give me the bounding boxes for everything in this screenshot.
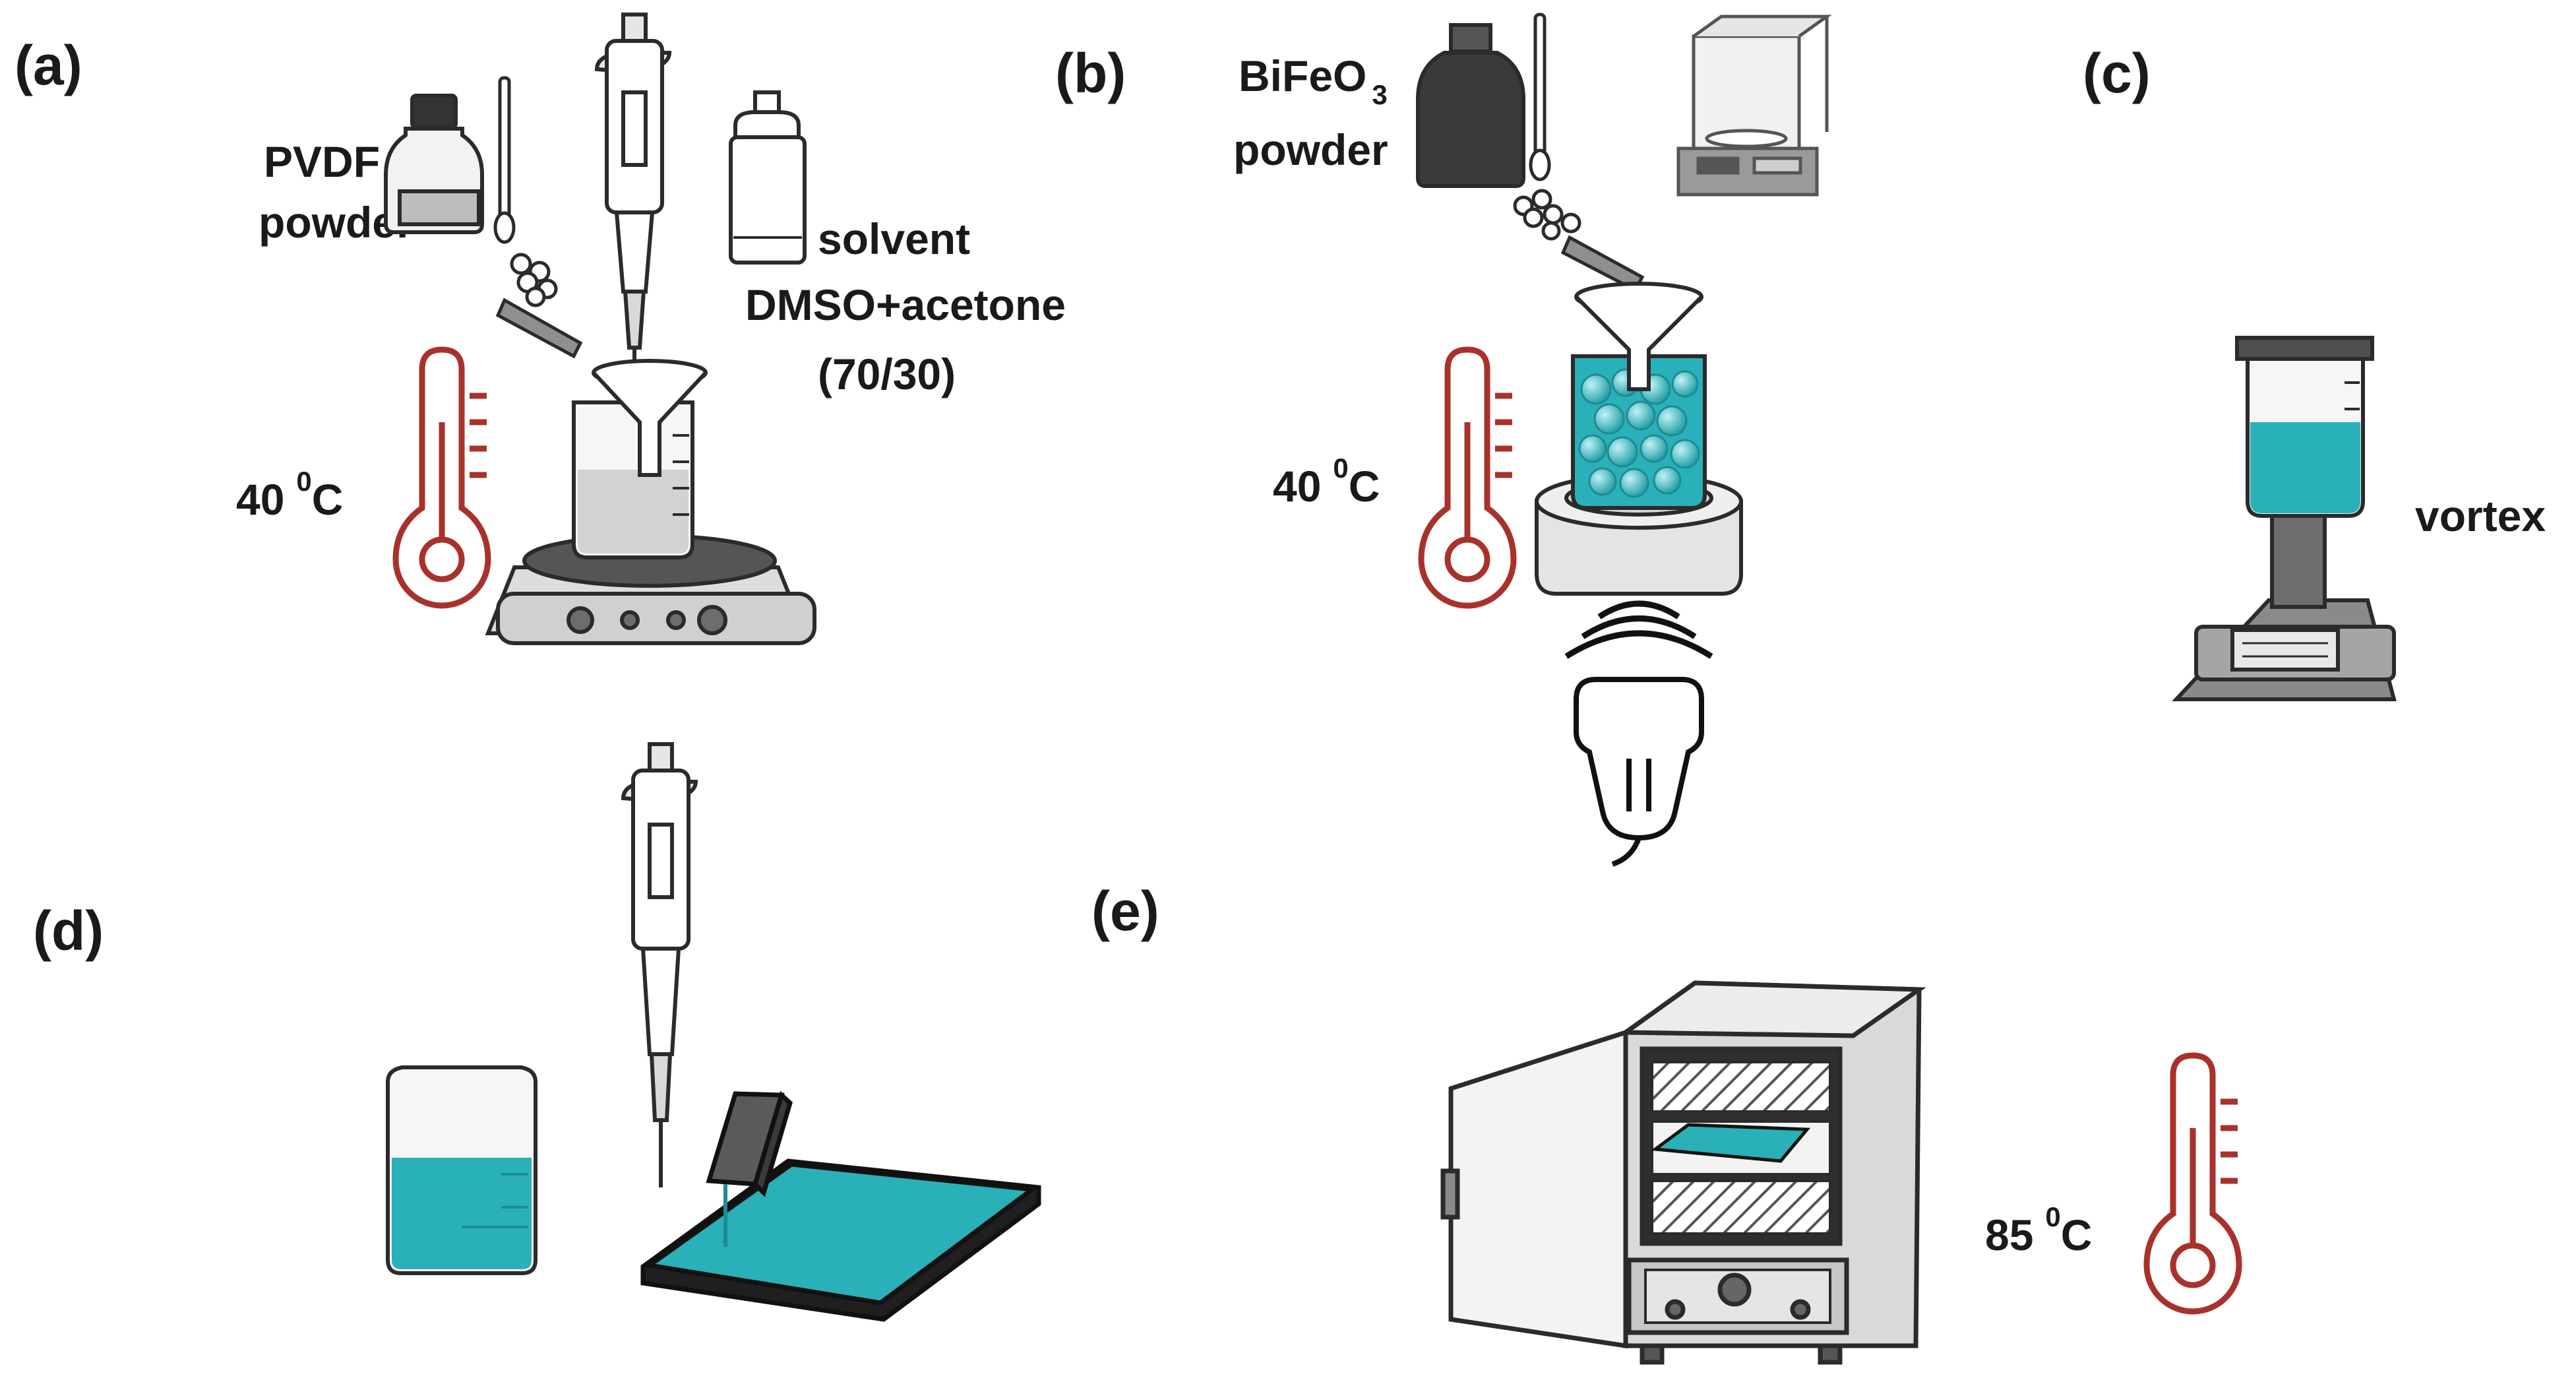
vortex-label: vortex — [2415, 491, 2546, 540]
temp-a-degree: 0 — [296, 466, 311, 497]
temp-b-value: 40 — [1273, 462, 1321, 511]
pvdf-label-line1: PVDF — [264, 137, 380, 186]
beaker-d-icon — [386, 1065, 537, 1275]
temp-a-unit: C — [312, 475, 344, 524]
panel-e: (e) — [1091, 880, 2242, 1365]
panel-c: (c) vortex — [2083, 42, 2546, 701]
analytical-balance-icon — [1676, 15, 1832, 197]
bifeo3-label-subscript: 3 — [1372, 79, 1387, 110]
solvent-label-line2: DMSO+acetone — [745, 280, 1066, 329]
bifeo3-label-formula: BiFeO — [1239, 51, 1366, 100]
temp-e-degree: 0 — [2045, 1201, 2060, 1232]
temp-e-value: 85 — [1985, 1211, 2033, 1259]
solvent-bottle-icon — [729, 90, 807, 265]
beaker-icon — [572, 400, 694, 559]
solvent-label-line1: solvent — [818, 214, 970, 263]
temp-b-degree: 0 — [1333, 453, 1348, 484]
powder-scoop-icon — [495, 253, 583, 359]
sonication-waves-icon — [1564, 600, 1713, 659]
spatula-b-icon — [1529, 13, 1551, 181]
panel-e-label: (e) — [1091, 880, 1159, 942]
thermometer-e-icon — [2143, 1052, 2242, 1315]
funnel-b-icon — [1574, 282, 1703, 391]
temp-a-value: 40 — [236, 475, 284, 524]
panel-a-label: (a) — [15, 34, 82, 96]
sonicator-probe-icon — [1574, 677, 1704, 867]
temp-b-unit: C — [1349, 462, 1380, 511]
temp-e-unit: C — [2061, 1211, 2093, 1259]
beaker-b-icon — [1571, 354, 1707, 510]
thermometer-b-icon — [1418, 346, 1517, 609]
temp-b: 40 0C — [1273, 453, 1380, 511]
solvent-label-line3: (70/30) — [818, 350, 956, 398]
panel-d: (d) — [33, 742, 1041, 1322]
pvdf-bottle-icon — [384, 94, 484, 234]
bifeo3-powder-label: powder — [1233, 125, 1388, 174]
panel-d-label: (d) — [33, 900, 104, 962]
thermometer-icon — [392, 346, 491, 609]
vortex-mixer-icon — [2172, 336, 2397, 701]
spatula-icon — [493, 76, 516, 244]
panel-a: (a) PVDF powder — [15, 13, 1066, 645]
panel-b-label: (b) — [1055, 42, 1126, 104]
pipette-d-icon — [621, 742, 698, 1187]
panel-c-label: (c) — [2083, 42, 2151, 104]
bifeo3-bottle-icon — [1416, 23, 1525, 188]
powder-scoop-b-icon — [1513, 189, 1645, 293]
funnel-icon — [592, 359, 708, 477]
temp-e: 85 0C — [1985, 1201, 2092, 1259]
temp-a: 40 0C — [236, 466, 343, 524]
oven-icon — [1440, 980, 1926, 1365]
hot-plate-icon — [485, 534, 816, 645]
pipette-icon — [594, 13, 672, 379]
casting-plate-icon — [640, 1090, 1041, 1322]
